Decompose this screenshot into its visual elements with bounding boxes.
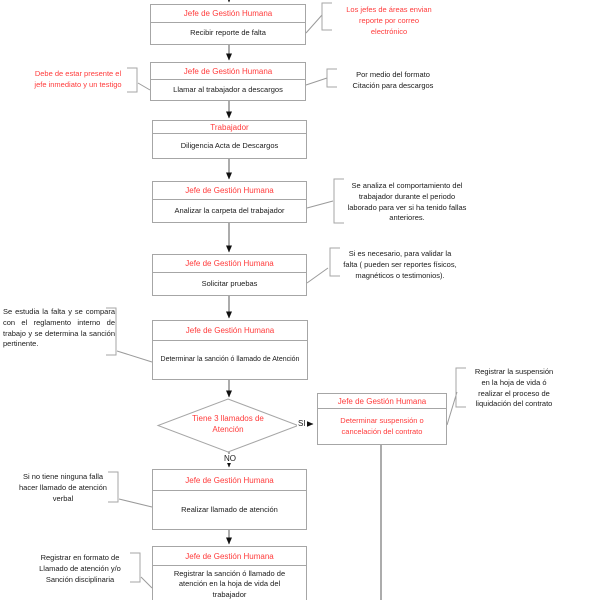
link-verbal-note bbox=[118, 498, 153, 508]
note-testigo: Debe de estar presente el jefe inmediato… bbox=[34, 69, 122, 89]
branch-label-si: SI bbox=[297, 419, 307, 428]
box-actor-label: Jefe de Gestión Humana bbox=[153, 321, 307, 341]
decision-question: Tiene 3 llamados de Atención bbox=[192, 414, 264, 434]
link-suspension-note bbox=[446, 391, 458, 426]
process-box-solicitar-pruebas: Jefe de Gestión Humana Solicitar pruebas bbox=[152, 254, 307, 296]
link-formato-note bbox=[140, 576, 153, 589]
link-citacion-note bbox=[305, 77, 328, 86]
process-box-diligencia-acta: Trabajador Diligencia Acta de Descargos bbox=[152, 120, 307, 159]
box-actor-label: Trabajador bbox=[153, 121, 306, 134]
box-action-label: Analizar la carpeta del trabajador bbox=[174, 205, 285, 215]
note-registrar-suspension: Registrar la suspensión en la hoja de vi… bbox=[474, 367, 554, 409]
bracket-formato-citacion bbox=[326, 68, 337, 88]
box-action-label: Recibir reporte de falta bbox=[190, 28, 266, 38]
bracket-testigo bbox=[127, 67, 138, 93]
note-atencion-verbal: Si no tiene ninguna falla hacer llamado … bbox=[19, 472, 107, 503]
bracket-analiza bbox=[333, 178, 344, 224]
box-action-label: Llamar al trabajador a descargos bbox=[173, 84, 283, 94]
box-actor-label: Jefe de Gestión Humana bbox=[153, 182, 306, 200]
bracket-reporte-correo bbox=[321, 2, 332, 31]
link-analiza-note bbox=[306, 200, 334, 209]
box-actor-label: Jefe de Gestión Humana bbox=[151, 63, 305, 80]
box-actor-label: Jefe de Gestión Humana bbox=[318, 394, 446, 409]
process-box-realizar-llamado: Jefe de Gestión Humana Realizar llamado … bbox=[152, 469, 307, 530]
note-connector-lines bbox=[116, 14, 458, 589]
link-recibir-note bbox=[305, 14, 323, 34]
box-actor-label: Jefe de Gestión Humana bbox=[153, 470, 306, 491]
note-analiza-comportamiento: Se analiza el comportamiento del trabaja… bbox=[347, 181, 467, 223]
bracket-estudia bbox=[106, 307, 117, 356]
bracket-registrar-formato bbox=[130, 552, 141, 583]
branch-label-no: NO bbox=[223, 454, 237, 463]
note-formato-citacion: Por medio del formato Citación para desc… bbox=[352, 70, 434, 90]
bracket-registrar-suspension bbox=[455, 367, 466, 408]
box-action-label: Diligencia Acta de Descargos bbox=[180, 140, 279, 150]
link-testigo-note bbox=[137, 82, 151, 91]
link-validar-note bbox=[306, 267, 329, 284]
note-reporte-correo: Los jefes de áreas envian reporte por co… bbox=[346, 5, 432, 36]
bracket-verbal bbox=[108, 471, 119, 503]
process-box-analizar-carpeta: Jefe de Gestión Humana Analizar la carpe… bbox=[152, 181, 307, 223]
note-validar-falta: Si es necesario, para validar la falta (… bbox=[343, 249, 457, 280]
box-actor-label: Jefe de Gestión Humana bbox=[153, 255, 306, 273]
note-registrar-formato: Registrar en formato de Llamado de atenc… bbox=[39, 553, 121, 584]
box-action-label: Realizar llamado de atención bbox=[181, 504, 278, 514]
note-estudia-falta: Se estudia la falta y se compara con el … bbox=[3, 307, 115, 349]
box-actor-label: Jefe de Gestión Humana bbox=[153, 547, 306, 566]
box-action-label: Solicitar pruebas bbox=[201, 278, 258, 288]
process-box-suspension-contrato: Jefe de Gestión Humana Determinar suspen… bbox=[317, 393, 447, 445]
bracket-validar bbox=[329, 247, 340, 277]
decision-diamond-shape bbox=[156, 398, 300, 453]
box-actor-label: Jefe de Gestión Humana bbox=[151, 5, 305, 23]
process-box-recibir-reporte: Jefe de Gestión Humana Recibir reporte d… bbox=[150, 4, 306, 45]
box-action-label: Determinar la sanción ó llamado de Atenc… bbox=[160, 355, 300, 363]
process-box-registrar-sancion: Jefe de Gestión Humana Registrar la sanc… bbox=[152, 546, 307, 600]
annotation-brackets bbox=[106, 2, 466, 583]
process-box-llamar-descargos: Jefe de Gestión Humana Llamar al trabaja… bbox=[150, 62, 306, 101]
box-action-label: Determinar suspensión o cancelación del … bbox=[340, 416, 424, 436]
link-estudia-note bbox=[116, 350, 153, 363]
box-action-label: Registrar la sanción ó llamado de atenci… bbox=[173, 568, 286, 599]
process-box-determinar-sancion: Jefe de Gestión Humana Determinar la san… bbox=[152, 320, 308, 380]
flow-arrows bbox=[226, 0, 382, 600]
